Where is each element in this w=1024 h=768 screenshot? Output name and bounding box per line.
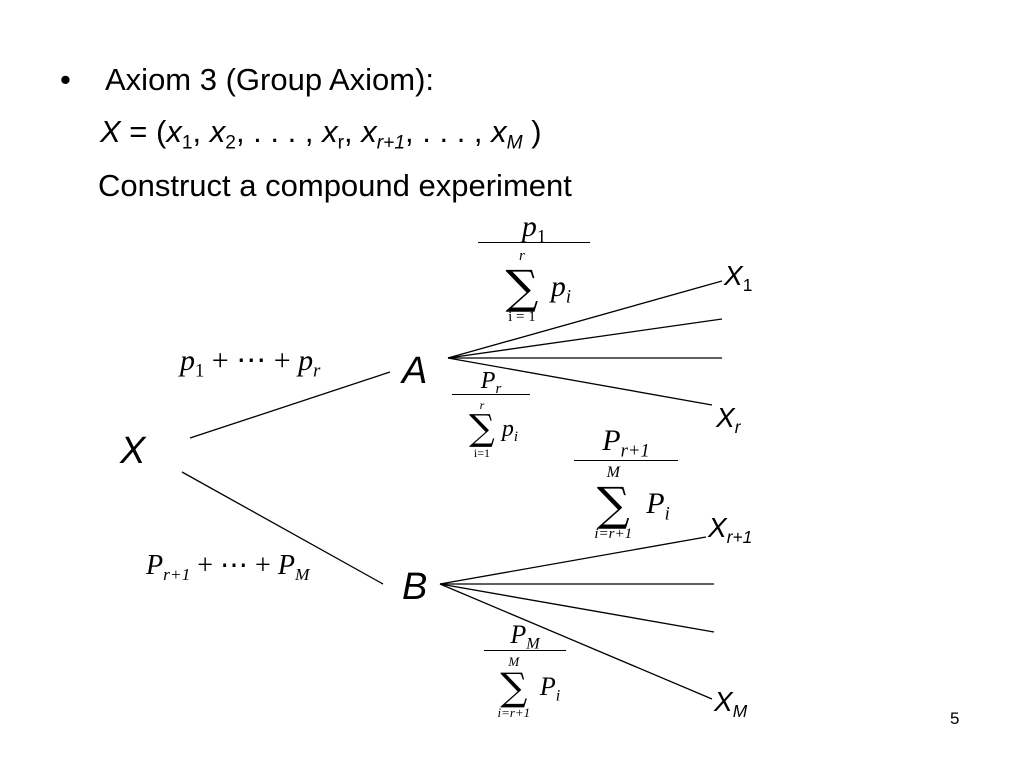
leaf-xM: XM [714, 686, 748, 722]
construct-text: Construct a compound experiment [98, 168, 572, 203]
summation-icon: ∑ [596, 477, 630, 531]
fraction-b-xM: PM M ∑ i=r+1 Pi [484, 620, 566, 719]
summation-icon: ∑ [500, 665, 528, 709]
edge-a-to-xr [447, 357, 713, 406]
edge-x-to-b [181, 471, 384, 585]
leaf-xr: Xr [716, 402, 741, 438]
edge-b-to-xr1 [439, 536, 707, 585]
summation-icon: ∑ [505, 260, 539, 314]
edge-a-to-x1 [447, 280, 723, 359]
edge-b-to-xM [439, 583, 713, 700]
leaf-xr1: Xr+1 [708, 512, 753, 548]
branch-b-probability: Pr+1 + ⋯ + PM [146, 550, 310, 585]
edge-a-to-branch2 [447, 318, 723, 359]
edge-x-to-a [189, 371, 391, 439]
root-node-x: X [120, 430, 146, 472]
branch-a-probability: p1 + ⋯ + pr [180, 344, 321, 382]
page-number: 5 [950, 709, 960, 728]
edge-b-to-branch3 [439, 583, 715, 633]
summation-icon: ∑ [469, 408, 495, 449]
node-b: B [402, 566, 428, 608]
axiom-title: Axiom 3 (Group Axiom): [105, 62, 435, 97]
set-definition: X = (x1, x2, . . . , xr, xr+1, . . . , x… [100, 114, 542, 154]
bullet-dot: • [60, 62, 71, 97]
node-a: A [402, 350, 428, 392]
leaf-x1: X1 [724, 260, 753, 296]
fraction-a-x1: p1 r ∑ i = 1 pi [478, 210, 590, 325]
fraction-a-xr: Pr r ∑ i=1 pi [452, 368, 530, 459]
fraction-b-xr1: Pr+1 M ∑ i=r+1 Pi [574, 424, 678, 542]
